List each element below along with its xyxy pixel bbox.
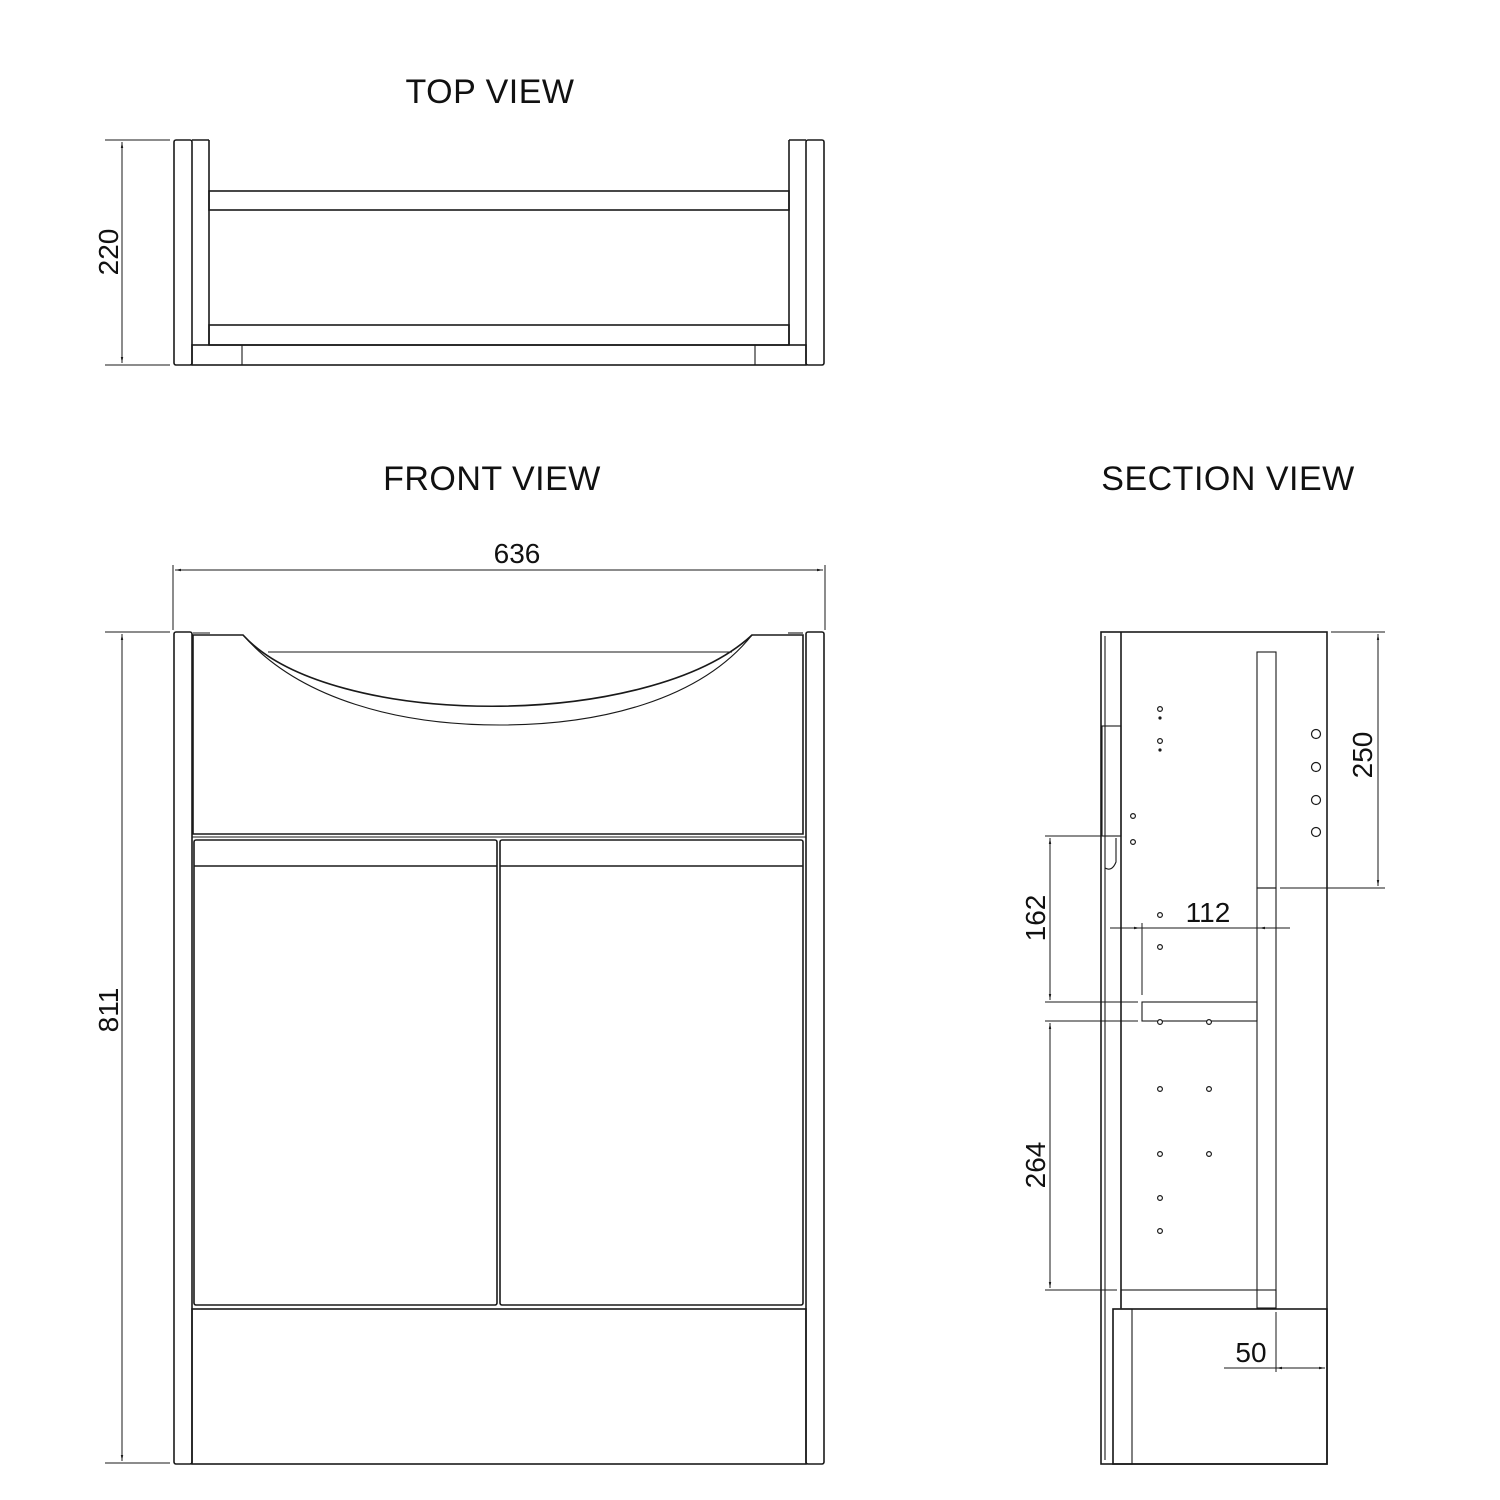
section-view-title: SECTION VIEW bbox=[1101, 460, 1354, 498]
front-rail bbox=[208, 324, 790, 346]
left-door[interactable] bbox=[193, 839, 498, 1306]
basin bbox=[192, 634, 804, 835]
left-side-panel-front bbox=[173, 631, 193, 1465]
plinth-front bbox=[1112, 1308, 1133, 1465]
door-handle bbox=[1104, 838, 1117, 870]
front-view: FRONT VIEW 636 811 bbox=[93, 460, 826, 1465]
basin-depth-dimension: 250 bbox=[1347, 732, 1378, 779]
plinth-recess-dimension: 50 bbox=[1235, 1337, 1266, 1368]
right-door[interactable] bbox=[499, 839, 804, 1306]
bottom-panel bbox=[1120, 1289, 1277, 1310]
plinth-strip bbox=[191, 344, 807, 366]
back-panel-upper bbox=[1256, 651, 1277, 889]
shelf-depth-dimension: 112 bbox=[1186, 897, 1231, 928]
shelf-pin-holes bbox=[1129, 705, 1322, 1234]
back-panel-lower bbox=[1256, 887, 1277, 1309]
section-outline bbox=[1100, 631, 1328, 1465]
top-view-title: TOP VIEW bbox=[405, 73, 574, 111]
right-side-panel-front bbox=[805, 631, 825, 1465]
lower-opening-dimension: 264 bbox=[1020, 1142, 1051, 1189]
back-rail bbox=[208, 190, 790, 211]
right-side-panel bbox=[805, 139, 825, 366]
height-dimension: 811 bbox=[93, 988, 124, 1033]
plinth bbox=[191, 1308, 807, 1465]
front-view-title: FRONT VIEW bbox=[383, 460, 601, 498]
section-view: SECTION VIEW bbox=[1020, 460, 1385, 1465]
plinth-section bbox=[1112, 1308, 1328, 1465]
depth-dimension: 220 bbox=[93, 229, 124, 276]
shelf bbox=[1141, 1001, 1258, 1022]
upper-opening-dimension: 162 bbox=[1020, 895, 1051, 942]
width-dimension: 636 bbox=[494, 538, 541, 569]
left-side-panel bbox=[173, 139, 193, 366]
top-view: TOP VIEW 220 bbox=[93, 73, 825, 366]
